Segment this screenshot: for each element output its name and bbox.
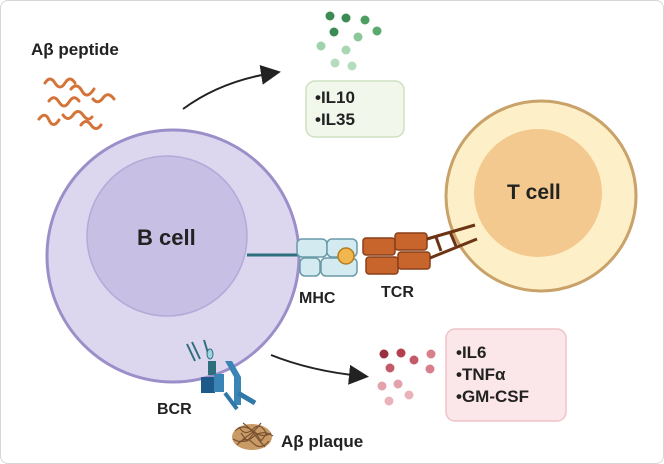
tcr-complex (362, 232, 431, 275)
amyloid-peptides (37, 77, 116, 130)
cytokine-il6: •IL6 (456, 343, 487, 362)
anti-inflammatory-list: •IL10 •IL35 (315, 87, 355, 131)
secretion-arrow-up (182, 64, 281, 110)
peptide-2 (69, 84, 96, 97)
t-cell-label: T cell (507, 181, 561, 204)
antigen-peptide (337, 247, 355, 265)
peptide-7 (79, 120, 103, 130)
b-cell-label: B cell (137, 225, 196, 250)
peptide-5 (37, 113, 61, 126)
cytokine-gmcsf: •GM-CSF (456, 387, 529, 406)
mhc-complex (296, 238, 358, 277)
pro-inflammatory-box (445, 328, 567, 422)
plaque-label: Aβ plaque (281, 432, 363, 451)
cytokine-il10: •IL10 (315, 88, 355, 107)
tcr-stalk (426, 223, 478, 260)
b-cell (45, 128, 301, 384)
anti-inflammatory-box (305, 80, 405, 138)
pro-inflammatory-cytokines (377, 348, 436, 406)
t-cell (444, 99, 638, 293)
bcr-label: BCR (157, 401, 192, 418)
peptide-4 (91, 93, 116, 104)
anti-inflammatory-cytokines (316, 11, 382, 71)
cytokine-tnfa: •TNFα (456, 365, 506, 384)
peptide-6 (61, 110, 94, 121)
b-cell-nucleus (86, 155, 248, 317)
cytokine-il35: •IL35 (315, 110, 355, 129)
mhc-label: MHC (299, 290, 336, 307)
peptide-label: Aβ peptide (31, 40, 119, 59)
bcr-receptor (186, 339, 257, 411)
peptide-3 (47, 96, 81, 108)
peptide-1 (43, 77, 77, 89)
secretion-arrow-down (270, 354, 369, 385)
amyloid-plaque (232, 422, 274, 450)
pro-inflammatory-list: •IL6 •TNFα •GM-CSF (456, 342, 529, 408)
t-cell-nucleus (474, 129, 602, 257)
tcr-label: TCR (381, 284, 414, 301)
